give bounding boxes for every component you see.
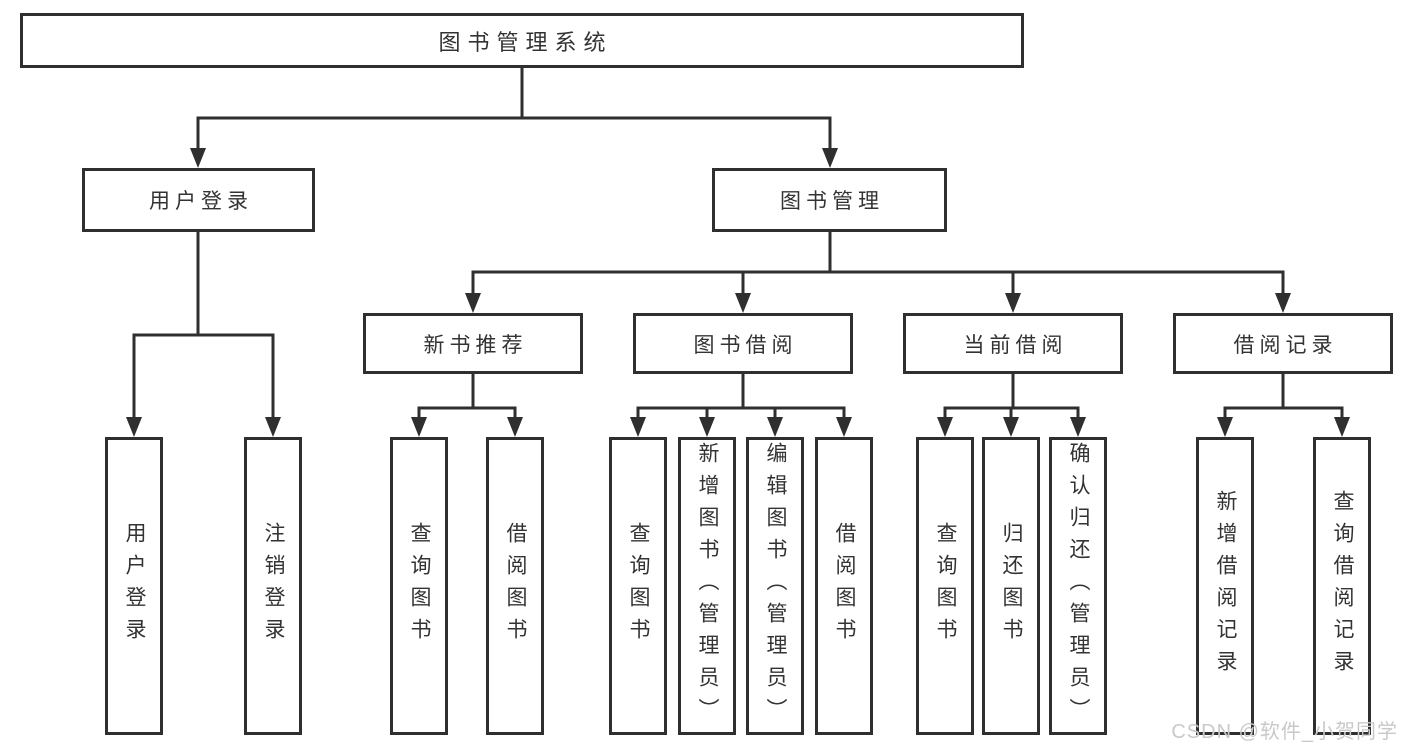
arrow-down-icon [822,148,838,168]
connector-path [132,66,1344,423]
arrow-down-icon [767,417,783,437]
arrowheads [126,148,1350,437]
arrow-down-icon [1275,293,1291,313]
arrow-down-icon [411,417,427,437]
leaf-records-query: 查询借阅记录 [1313,437,1371,735]
arrow-down-icon [190,148,206,168]
arrow-down-icon [735,293,751,313]
leaf-logout: 注销登录 [244,437,302,735]
arrow-down-icon [1003,417,1019,437]
arrow-down-icon [507,417,523,437]
csdn-watermark: CSDN @软件_小贺同学 [1171,721,1398,743]
node-user-login: 用户登录 [82,168,315,232]
leaf-newbooks-borrow: 借阅图书 [486,437,544,735]
node-root-system: 图书管理系统 [20,13,1024,68]
leaf-current-return: 归还图书 [982,437,1040,735]
arrow-down-icon [699,417,715,437]
leaf-borrow-query: 查询图书 [609,437,667,735]
leaf-newbooks-query: 查询图书 [390,437,448,735]
arrow-down-icon [1217,417,1233,437]
node-current-borrow: 当前借阅 [903,313,1123,374]
leaf-records-add: 新增借阅记录 [1196,437,1254,735]
leaf-user-login: 用户登录 [105,437,163,735]
leaf-current-confirm-admin: 确认归还（管理员） [1049,437,1107,735]
node-borrow-records: 借阅记录 [1173,313,1393,374]
arrow-down-icon [1334,417,1350,437]
arrow-down-icon [126,417,142,437]
arrow-down-icon [1070,417,1086,437]
leaf-borrow-add-admin: 新增图书（管理员） [678,437,736,735]
arrow-down-icon [630,417,646,437]
arrow-down-icon [1005,293,1021,313]
arrow-down-icon [937,417,953,437]
arrow-down-icon [836,417,852,437]
leaf-borrow-borrow: 借阅图书 [815,437,873,735]
arrow-down-icon [465,293,481,313]
node-book-borrow: 图书借阅 [633,313,853,374]
node-new-book-recommend: 新书推荐 [363,313,583,374]
leaf-borrow-edit-admin: 编辑图书（管理员） [746,437,804,735]
leaf-current-query: 查询图书 [916,437,974,735]
node-book-management: 图书管理 [712,168,947,232]
arrow-down-icon [265,417,281,437]
